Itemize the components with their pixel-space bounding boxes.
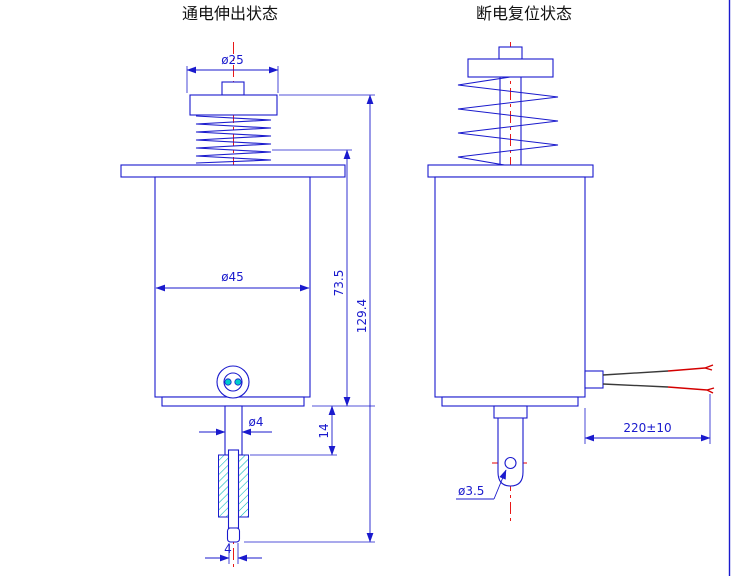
wire-end-1 — [667, 364, 714, 372]
right-lead-wires — [584, 364, 715, 394]
left-shaft — [224, 405, 243, 456]
dim-shaft-diameter: ø4 — [199, 415, 272, 436]
dim-shaft-diameter-label: ø4 — [249, 415, 264, 429]
dim-body-height-label: 73.5 — [332, 270, 346, 297]
left-pin-cap — [226, 527, 241, 543]
wire-gland — [584, 370, 604, 389]
dim-hole-diameter: ø3.5 — [456, 469, 507, 500]
right-plunger-rod — [499, 77, 522, 165]
wire-lead-2 — [602, 383, 669, 388]
left-clevis-hatch-left — [218, 454, 229, 518]
dim-total-height-label: 129.4 — [355, 299, 369, 333]
left-terminal-pin-1 — [224, 378, 232, 386]
right-view-title: 断电复位状态 — [476, 4, 572, 23]
left-terminal-boss — [216, 365, 250, 399]
dim-vertical-group: 14 73.5 129.4 — [244, 94, 375, 543]
right-body — [434, 176, 586, 398]
dim-top-diameter: ø25 — [186, 53, 279, 93]
right-shaft-collar — [493, 405, 528, 419]
wire-end-2 — [667, 386, 715, 394]
dim-body-diameter: ø45 — [155, 270, 310, 292]
left-pin — [227, 449, 240, 529]
left-clevis-hatch-right — [238, 454, 249, 518]
dim-body-diameter-label: ø45 — [221, 270, 244, 284]
right-shaft — [497, 417, 524, 487]
dim-hole-diameter-label: ø3.5 — [458, 484, 484, 498]
left-plunger-head — [189, 81, 278, 116]
right-plunger-head — [467, 46, 554, 78]
left-shaft-assembly — [218, 405, 249, 543]
right-bottom-plate — [441, 396, 579, 407]
wire-lead-1 — [602, 370, 669, 376]
right-shaft-hole — [504, 456, 517, 470]
left-body — [154, 176, 311, 398]
dim-pin-width-label: 4 — [224, 542, 232, 556]
dim-wire-length: 220±10 — [584, 394, 711, 444]
right-spring-extended — [457, 76, 559, 167]
left-spring-compressed — [195, 115, 272, 164]
left-terminal-pin-2 — [234, 378, 242, 386]
left-view: 通电伸出状态 — [120, 4, 375, 570]
left-mounting-flange — [120, 164, 346, 178]
dim-wire-length-label: 220±10 — [623, 421, 671, 435]
right-mounting-flange — [427, 164, 594, 178]
right-view: 断电复位状态 2 — [427, 4, 715, 522]
right-shaft-assembly — [493, 405, 528, 487]
dim-pin-width: 4 — [205, 542, 262, 564]
dim-shaft-exposed-label: 14 — [317, 423, 331, 438]
left-view-title: 通电伸出状态 — [182, 4, 278, 23]
dim-top-diameter-label: ø25 — [221, 53, 244, 67]
